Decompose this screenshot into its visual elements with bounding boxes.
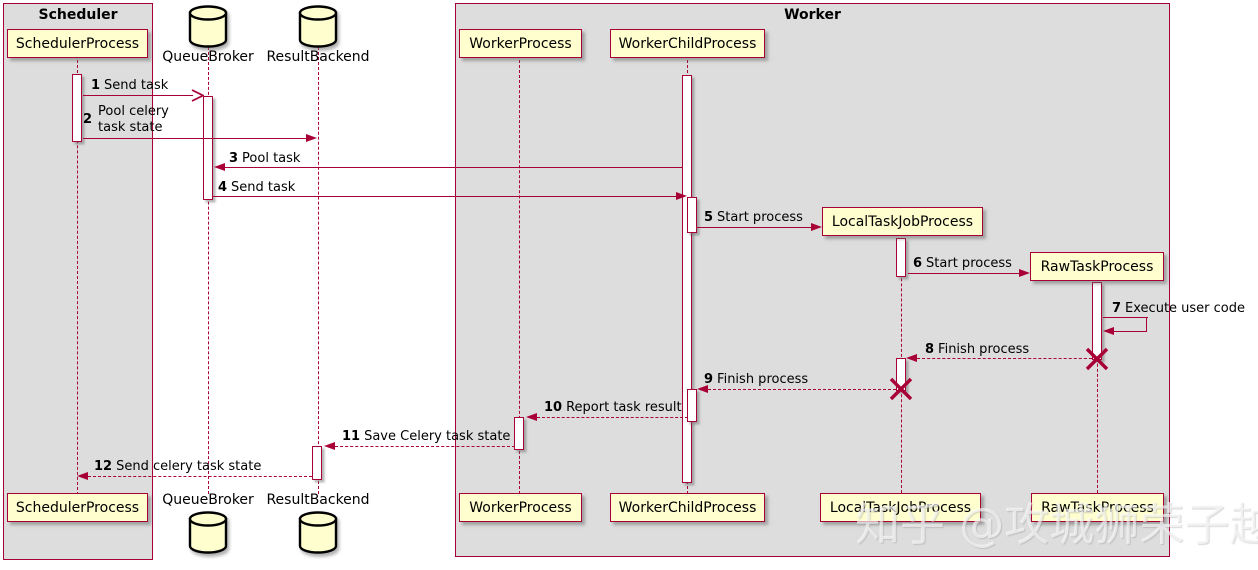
message-5-arrowhead-icon — [811, 223, 822, 231]
worker-child-process-box-bottom: WorkerChildProcess — [610, 493, 765, 522]
message-11-number: 11 — [342, 429, 361, 444]
message-8-line — [917, 358, 1097, 359]
message-4-arrowhead-icon — [676, 192, 687, 200]
message-4-line — [212, 196, 676, 197]
message-3-line — [225, 167, 682, 168]
queue-broker-database-icon — [188, 5, 228, 48]
message-7-text: Execute user code — [1125, 301, 1246, 316]
scheduler-process-box-top: SchedulerProcess — [7, 29, 148, 58]
message-9-text: Finish process — [717, 372, 809, 387]
message-3-text: Pool task — [242, 151, 301, 166]
worker-frame-title: Worker — [784, 7, 841, 23]
local-task-job-process-box: LocalTaskJobProcess — [822, 207, 983, 236]
raw-task-process-box-bottom: RawTaskProcess — [1031, 493, 1164, 522]
scheduler-process-activation — [72, 74, 82, 142]
message-2-text: Pool celery task state — [98, 104, 169, 135]
message-5-number: 5 — [704, 210, 714, 225]
message-5-line — [697, 227, 811, 228]
message-7-line-top — [1103, 317, 1148, 318]
message-10-arrowhead-icon — [526, 413, 537, 421]
worker-process-box-top: WorkerProcess — [459, 29, 582, 58]
queue-broker-activation — [203, 96, 213, 200]
scheduler-process-box-bottom: SchedulerProcess — [7, 493, 148, 522]
message-10-text: Report task result — [566, 400, 682, 415]
local-task-job-process-box-bottom: LocalTaskJobProcess — [820, 493, 981, 522]
result-backend-label-top: ResultBackend — [266, 49, 370, 65]
queue-broker-database-icon-bottom — [188, 511, 228, 554]
worker-process-activation — [514, 417, 524, 450]
message-1-open-arrowhead-icon — [191, 89, 204, 102]
message-2-arrowhead-icon — [306, 134, 317, 142]
result-backend-database-icon-bottom — [298, 511, 338, 554]
message-7-arrowhead-icon — [1103, 327, 1114, 335]
message-1-text: Send task — [104, 78, 169, 93]
message-2-number: 2 — [83, 112, 93, 128]
message-9-arrowhead-icon — [697, 385, 708, 393]
watermark: 知乎 @攻城狮荣子越 — [855, 498, 1258, 551]
message-3-arrowhead-icon — [214, 163, 225, 171]
queue-broker-label-top: QueueBroker — [162, 49, 254, 65]
raw-task-destroy-x-icon — [1085, 347, 1109, 371]
message-2-line — [83, 138, 307, 139]
worker-child-activation-nested-2 — [687, 389, 697, 422]
local-task-job-activation-1 — [896, 238, 906, 277]
raw-task-process-box: RawTaskProcess — [1030, 252, 1164, 281]
queue-broker-label-bottom: QueueBroker — [162, 492, 254, 508]
message-8-text: Finish process — [938, 342, 1030, 357]
message-9-number: 9 — [704, 372, 714, 387]
message-2-label: 2 Pool celery task state — [83, 104, 184, 136]
message-6-line — [908, 273, 1019, 274]
message-12-number: 12 — [94, 459, 113, 474]
message-3-number: 3 — [229, 151, 239, 166]
message-8-arrowhead-icon — [906, 354, 917, 362]
message-6-arrowhead-icon — [1019, 269, 1030, 277]
worker-child-activation-nested-1 — [687, 197, 697, 233]
message-7-line-side — [1146, 317, 1147, 332]
message-5-text: Start process — [717, 210, 803, 225]
message-4-number: 4 — [218, 180, 228, 195]
message-1-line — [83, 95, 193, 96]
message-11-arrowhead-icon — [324, 442, 335, 450]
message-12-arrowhead-icon — [77, 472, 88, 480]
message-11-text: Save Celery task state — [364, 429, 511, 444]
result-backend-lifeline — [318, 47, 319, 494]
local-task-job-destroy-x-icon — [889, 377, 913, 401]
message-11-line — [335, 446, 515, 447]
worker-child-activation-main — [682, 75, 692, 483]
message-12-text: Send celery task state — [116, 459, 262, 474]
message-10-line — [537, 417, 688, 418]
message-6-text: Start process — [926, 256, 1012, 271]
message-10-number: 10 — [544, 400, 563, 415]
message-1-number: 1 — [91, 78, 101, 93]
worker-process-box-bottom: WorkerProcess — [459, 493, 582, 522]
message-7-line-bottom — [1114, 331, 1147, 332]
message-7-number: 7 — [1112, 301, 1122, 316]
result-backend-label-bottom: ResultBackend — [266, 492, 370, 508]
message-9-line — [708, 389, 901, 390]
queue-broker-lifeline — [208, 47, 209, 494]
worker-process-lifeline — [519, 60, 520, 494]
worker-child-process-box-top: WorkerChildProcess — [610, 29, 765, 58]
message-6-number: 6 — [913, 256, 923, 271]
raw-task-process-lifeline — [1097, 283, 1098, 493]
message-8-number: 8 — [925, 342, 935, 357]
scheduler-frame-title: Scheduler — [38, 7, 118, 23]
message-4-text: Send task — [231, 180, 296, 195]
scheduler-process-lifeline — [77, 60, 78, 495]
result-backend-database-icon — [298, 5, 338, 48]
result-backend-activation — [312, 446, 322, 480]
message-12-line — [88, 476, 312, 477]
